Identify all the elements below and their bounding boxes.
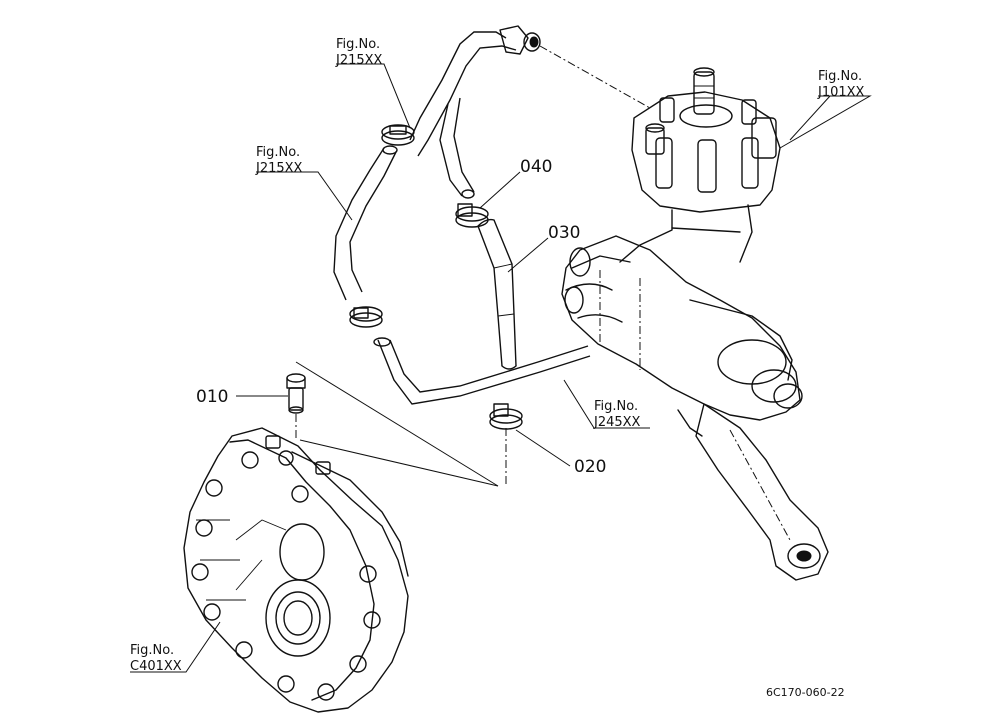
fig-ref-1-line2: J215XX xyxy=(335,53,383,68)
fig-ref-5-line1: Fig.No. xyxy=(130,643,174,658)
fig-ref-4-line2: J245XX xyxy=(593,415,641,430)
fig-ref-5: Fig.No. C401XX xyxy=(130,643,182,674)
fig-ref-3-line1: Fig.No. xyxy=(818,69,862,84)
fig-ref-1-line1: Fig.No. xyxy=(336,37,380,52)
fig-ref-5-line2: C401XX xyxy=(130,659,182,674)
part-number-040: 040 xyxy=(520,157,552,177)
hose-assembly xyxy=(333,25,651,486)
fig-ref-3-line2: J101XX xyxy=(817,85,865,100)
fig-ref-2: Fig.No. J215XX xyxy=(255,145,303,176)
transmission-case xyxy=(183,427,409,713)
part-number-010: 010 xyxy=(196,387,228,407)
leader-lines xyxy=(130,63,872,673)
fig-ref-4: Fig.No. J245XX xyxy=(593,399,641,430)
part-010-fitting xyxy=(286,373,306,440)
fig-ref-3: Fig.No. J101XX xyxy=(817,69,865,100)
part-number-020: 020 xyxy=(574,457,606,477)
drawing-code: 6C170-060-22 xyxy=(766,686,845,699)
fig-ref-4-line1: Fig.No. xyxy=(594,399,638,414)
part-number-030: 030 xyxy=(548,223,580,243)
fig-ref-1: Fig.No. J215XX xyxy=(335,37,383,68)
fig-ref-2-line1: Fig.No. xyxy=(256,145,300,160)
steering-gear-unit xyxy=(561,67,829,581)
fig-ref-2-line2: J215XX xyxy=(255,161,303,176)
